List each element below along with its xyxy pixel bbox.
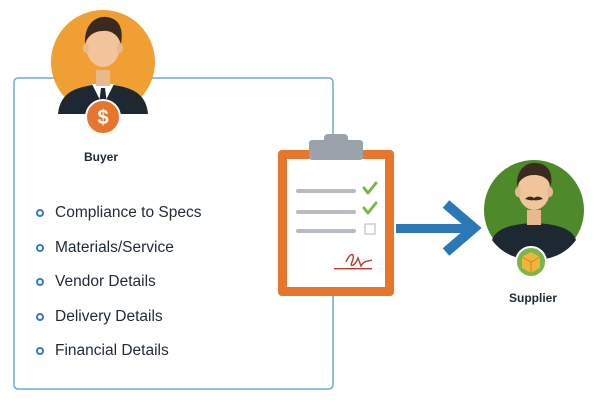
- check-icon: [362, 181, 378, 195]
- list-item: Delivery Details: [36, 307, 201, 342]
- bullet-icon: [36, 278, 44, 286]
- list-item: Materials/Service: [36, 238, 201, 273]
- signature-icon: [345, 253, 373, 268]
- list-item: Vendor Details: [36, 272, 201, 307]
- check-icon: [362, 201, 378, 215]
- svg-text:$: $: [97, 107, 108, 129]
- mustached-man-icon: [484, 160, 584, 260]
- supplier-label: Supplier: [509, 291, 558, 305]
- list-item-label: Financial Details: [55, 342, 169, 359]
- list-item-label: Compliance to Specs: [55, 204, 202, 221]
- businessman-icon: [51, 10, 155, 114]
- list-item: Financial Details: [36, 341, 201, 376]
- requirements-list: Compliance to Specs Materials/Service Ve…: [36, 203, 201, 376]
- empty-checkbox-icon: [364, 223, 376, 235]
- bullet-icon: [36, 347, 44, 355]
- bullet-icon: [36, 312, 44, 321]
- buyer-label: Buyer: [84, 150, 119, 164]
- list-item-label: Materials/Service: [55, 238, 174, 256]
- bullet-icon: [36, 243, 44, 252]
- list-item-label: Vendor Details: [55, 273, 156, 290]
- dollar-sign-icon: $: [85, 99, 121, 135]
- list-item: Compliance to Specs: [36, 203, 201, 238]
- arrow-right-icon: [396, 200, 482, 256]
- list-item-label: Delivery Details: [55, 307, 163, 325]
- bullet-icon: [36, 209, 44, 217]
- package-box-icon: [515, 246, 547, 278]
- checklist-clipboard-icon: [278, 134, 394, 296]
